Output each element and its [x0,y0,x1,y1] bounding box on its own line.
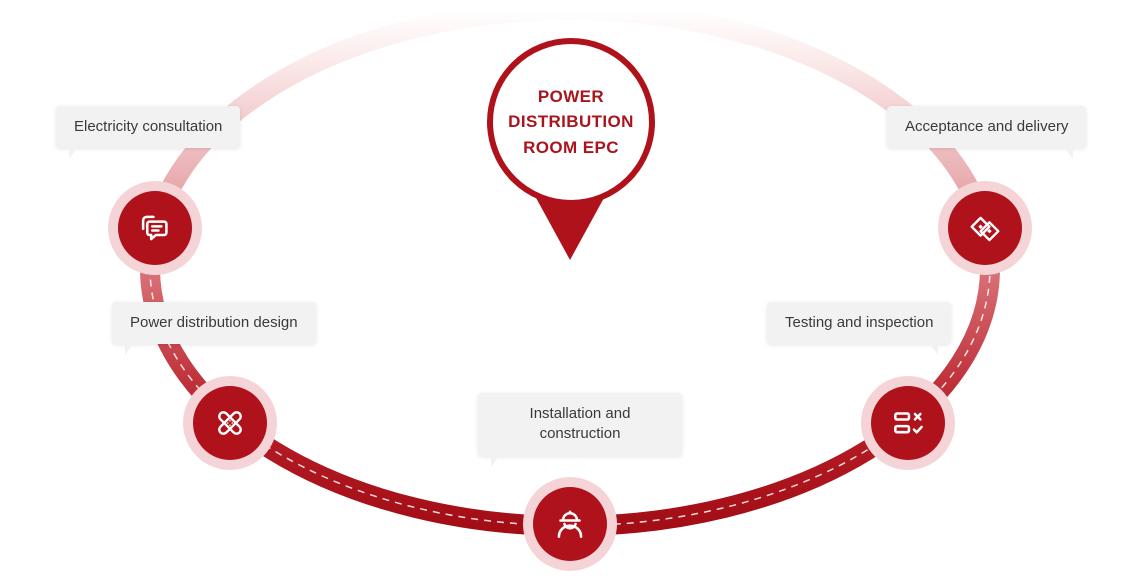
crossed-bandage-icon [218,411,242,435]
step-label-text: Electricity consultation [74,118,223,135]
label-power-distribution-design: Power distribution design [112,302,316,356]
node-acceptance-delivery [948,191,1022,265]
label-testing-inspection: Testing and inspection [767,302,952,356]
label-tail [491,454,500,467]
label-electricity-consultation: Electricity consultation [56,106,241,160]
step-label-text: Power distribution design [130,314,298,331]
label-tail [929,343,939,356]
checklist-icon [894,412,923,434]
label-tail [1064,147,1074,160]
label-installation-construction: Installation and construction [478,393,682,467]
node-power-distribution-design [193,386,267,460]
handover-diamonds-icon [970,216,1000,242]
node-electricity-consultation [118,191,192,265]
step-label-text: Acceptance and delivery [905,118,1069,135]
ring-dashed-line [149,227,991,527]
label-tail [125,343,134,356]
node-testing-inspection [871,386,945,460]
construction-worker-icon [557,510,583,538]
step-label-text: Installation and construction [529,405,631,443]
center-pin [535,196,605,260]
center-title-line2: DISTRIBUTION [508,112,634,132]
step-label-text: Testing and inspection [785,314,934,331]
chat-icon [141,215,168,241]
label-acceptance-delivery: Acceptance and delivery [887,106,1087,160]
center-title-line1: POWER [537,86,605,106]
node-installation-construction [533,487,607,561]
label-tail [69,147,78,160]
center-title-line3: ROOM EPC [523,137,619,157]
center-badge: POWER DISTRIBUTION ROOM EPC [487,38,655,206]
